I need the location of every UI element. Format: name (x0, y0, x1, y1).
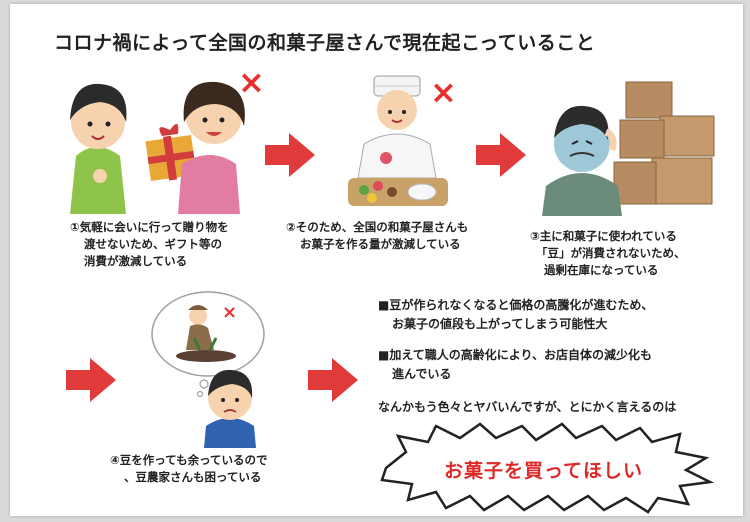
red-arrow-icon (308, 358, 358, 402)
red-x-icon: × (430, 73, 457, 111)
burst-callout-shape (380, 422, 715, 514)
callout-text: お菓子を買ってほしい (444, 460, 644, 482)
confectioner-illustration (348, 75, 448, 206)
red-arrow-icon (66, 358, 116, 402)
red-arrow-icon (476, 133, 526, 177)
step-4-caption: ④豆を作っても余っているので、豆農家さんも困っている (110, 453, 268, 484)
infographic-sheet: コロナ禍によって全国の和菓子屋さんで現在起こっていること × (10, 4, 743, 516)
svg-text:×: × (222, 302, 237, 323)
farmer-thought-bubble-illustration: × (151, 291, 265, 448)
worried-man-with-boxes-illustration (542, 81, 715, 216)
step-2-caption: ②そのため、全国の和菓子屋さんもお菓子を作る量が激減している (286, 220, 469, 251)
bullet-price-rise: ■豆が作られなくなると価格の高騰化が進むため、お菓子の値段も上がってしまう可能性… (378, 298, 654, 331)
step-3-caption: ③主に和菓子に使われている「豆」が消費されないため、過剰在庫になっている (530, 229, 686, 277)
lead-text: なんかもう色々とヤバいんですが、とにかく言えるのは (378, 400, 677, 414)
gift-giving-illustration (70, 81, 245, 214)
red-x-icon: × (238, 63, 265, 101)
bullet-aging-craftsmen: ■加えて職人の高齢化により、お店自体の減少化も進んでいる (378, 348, 653, 381)
step-1-caption: ①気軽に会いに行って贈り物を渡せないため、ギフト等の消費が激減している (70, 220, 229, 268)
red-arrow-icon (265, 133, 315, 177)
page-title: コロナ禍によって全国の和菓子屋さんで現在起こっていること (54, 32, 596, 54)
